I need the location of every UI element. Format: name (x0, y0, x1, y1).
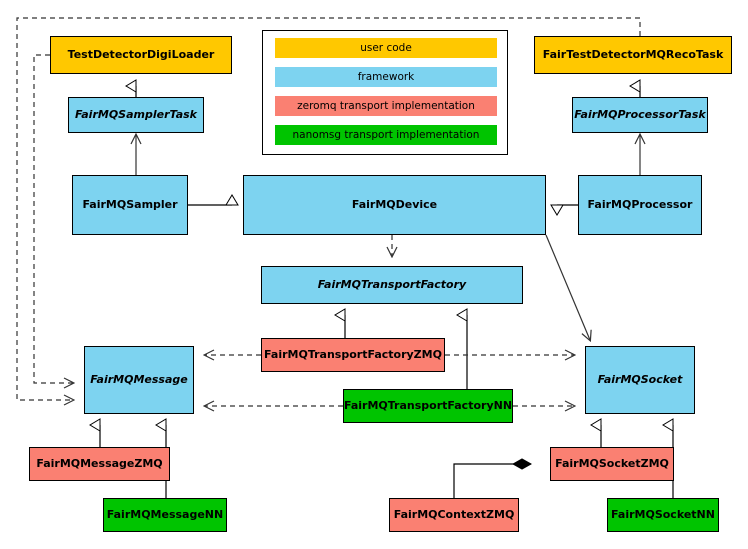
class-node-fairmqsocketzmq[interactable]: FairMQSocketZMQ (550, 447, 674, 481)
class-node-fairmqmessage[interactable]: FairMQMessage (84, 346, 194, 414)
class-node-testdetectordigiloader[interactable]: TestDetectorDigiLoader (50, 36, 232, 74)
class-node-fairmqdevice[interactable]: FairMQDevice (243, 175, 546, 235)
legend-item-framework: framework (275, 67, 497, 87)
class-node-fairmqsamplertask[interactable]: FairMQSamplerTask (68, 97, 204, 133)
class-node-fairmqprocessor[interactable]: FairMQProcessor (578, 175, 702, 235)
legend-item-zeromq: zeromq transport implementation (275, 96, 497, 116)
class-node-fairmqcontextzmq[interactable]: FairMQContextZMQ (389, 498, 519, 532)
color-legend: user code framework zeromq transport imp… (262, 30, 508, 155)
edge-contextzmq-to-socketzmq (453, 464, 531, 498)
class-node-fairmqsocket[interactable]: FairMQSocket (585, 346, 695, 414)
edge-recotask-to-message (16, 17, 641, 400)
class-node-fairmqtransportfactoryzmq[interactable]: FairMQTransportFactoryZMQ (261, 338, 445, 372)
edge-digiloader-to-message (33, 54, 73, 383)
legend-item-nanomsg: nanomsg transport implementation (275, 125, 497, 145)
class-node-fairmqsampler[interactable]: FairMQSampler (72, 175, 188, 235)
class-node-fairmqprocessortask[interactable]: FairMQProcessorTask (572, 97, 708, 133)
class-node-fairtestdetectormqrecotask[interactable]: FairTestDetectorMQRecoTask (534, 36, 732, 74)
legend-item-usercode: user code (275, 38, 497, 58)
class-node-fairmqmessagenn[interactable]: FairMQMessageNN (103, 498, 227, 532)
class-node-fairmqmessagezmq[interactable]: FairMQMessageZMQ (29, 447, 170, 481)
class-node-fairmqtransportfactory[interactable]: FairMQTransportFactory (261, 266, 523, 304)
edge-device-to-socket (545, 234, 590, 340)
class-node-fairmqtransportfactorynn[interactable]: FairMQTransportFactoryNN (343, 389, 513, 423)
class-node-fairmqsocketnn[interactable]: FairMQSocketNN (607, 498, 719, 532)
